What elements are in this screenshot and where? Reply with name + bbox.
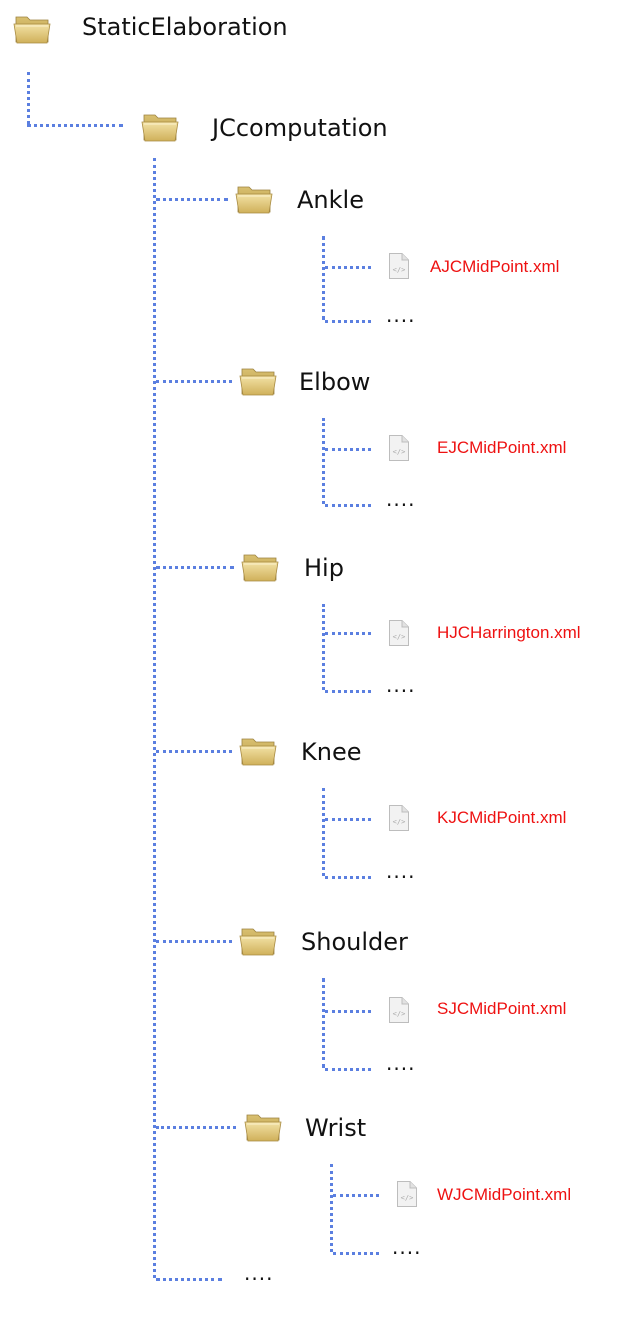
elbow-more-connector	[325, 504, 371, 507]
ankle-more-connector	[325, 320, 371, 323]
wrist-file-label[interactable]: WJCMidPoint.xml	[437, 1185, 572, 1204]
hip-folder-icon	[240, 548, 280, 584]
shoulder-folder-label[interactable]: Shoulder	[301, 928, 408, 956]
knee-more-connector	[325, 876, 371, 879]
shoulder-connector	[156, 940, 232, 943]
shoulder-more-ellipsis: ....	[386, 1051, 416, 1075]
elbow-folder-label[interactable]: Elbow	[299, 368, 371, 396]
hip-connector	[156, 566, 234, 569]
shoulder-file-connector	[325, 1010, 371, 1013]
shoulder-file-icon	[388, 996, 410, 1024]
hip-more-ellipsis: ....	[386, 673, 416, 697]
hip-file-icon	[388, 619, 410, 647]
knee-folder-icon	[238, 732, 278, 768]
knee-connector	[156, 750, 232, 753]
elbow-file-connector	[325, 448, 371, 451]
jccomputation-folder-icon	[140, 108, 180, 144]
knee-file-icon	[388, 804, 410, 832]
hip-file-label[interactable]: HJCHarrington.xml	[437, 623, 581, 642]
elbow-folder-icon	[238, 362, 278, 398]
knee-more-ellipsis: ....	[386, 859, 416, 883]
hip-file-connector	[325, 632, 371, 635]
hip-branch-vertical	[322, 604, 325, 690]
shoulder-folder-icon	[238, 922, 278, 958]
elbow-more-ellipsis: ....	[386, 487, 416, 511]
ankle-folder-icon	[234, 180, 274, 216]
root-folder-label[interactable]: StaticElaboration	[82, 13, 288, 41]
ankle-more-ellipsis: ....	[386, 303, 416, 327]
hip-folder-label[interactable]: Hip	[304, 554, 344, 582]
wrist-branch-vertical	[330, 1164, 333, 1252]
wrist-file-icon	[396, 1180, 418, 1208]
knee-branch-vertical	[322, 788, 325, 876]
knee-folder-label[interactable]: Knee	[301, 738, 362, 766]
jccomputation-folder-label[interactable]: JCcomputation	[212, 114, 388, 142]
root-connector-horizontal	[27, 124, 123, 127]
main-trunk-connector	[153, 158, 156, 1278]
ankle-connector	[156, 198, 228, 201]
root-connector-vertical	[27, 72, 30, 124]
computation-more-ellipsis: ....	[244, 1261, 274, 1285]
ankle-branch-vertical	[322, 236, 325, 320]
wrist-folder-icon	[243, 1108, 283, 1144]
root-folder-icon	[12, 10, 52, 46]
ankle-file-connector	[325, 266, 371, 269]
computation-more-connector	[156, 1278, 222, 1281]
shoulder-more-connector	[325, 1068, 371, 1071]
ankle-folder-label[interactable]: Ankle	[297, 186, 364, 214]
knee-file-label[interactable]: KJCMidPoint.xml	[437, 808, 567, 827]
ankle-file-label[interactable]: AJCMidPoint.xml	[430, 257, 560, 276]
elbow-branch-vertical	[322, 418, 325, 504]
shoulder-file-label[interactable]: SJCMidPoint.xml	[437, 999, 567, 1018]
elbow-connector	[156, 380, 232, 383]
ankle-file-icon	[388, 252, 410, 280]
wrist-file-connector	[333, 1194, 379, 1197]
elbow-file-label[interactable]: EJCMidPoint.xml	[437, 438, 567, 457]
wrist-connector	[156, 1126, 236, 1129]
knee-file-connector	[325, 818, 371, 821]
elbow-file-icon	[388, 434, 410, 462]
hip-more-connector	[325, 690, 371, 693]
wrist-more-ellipsis: ....	[392, 1235, 422, 1259]
wrist-folder-label[interactable]: Wrist	[305, 1114, 367, 1142]
wrist-more-connector	[333, 1252, 379, 1255]
shoulder-branch-vertical	[322, 978, 325, 1068]
